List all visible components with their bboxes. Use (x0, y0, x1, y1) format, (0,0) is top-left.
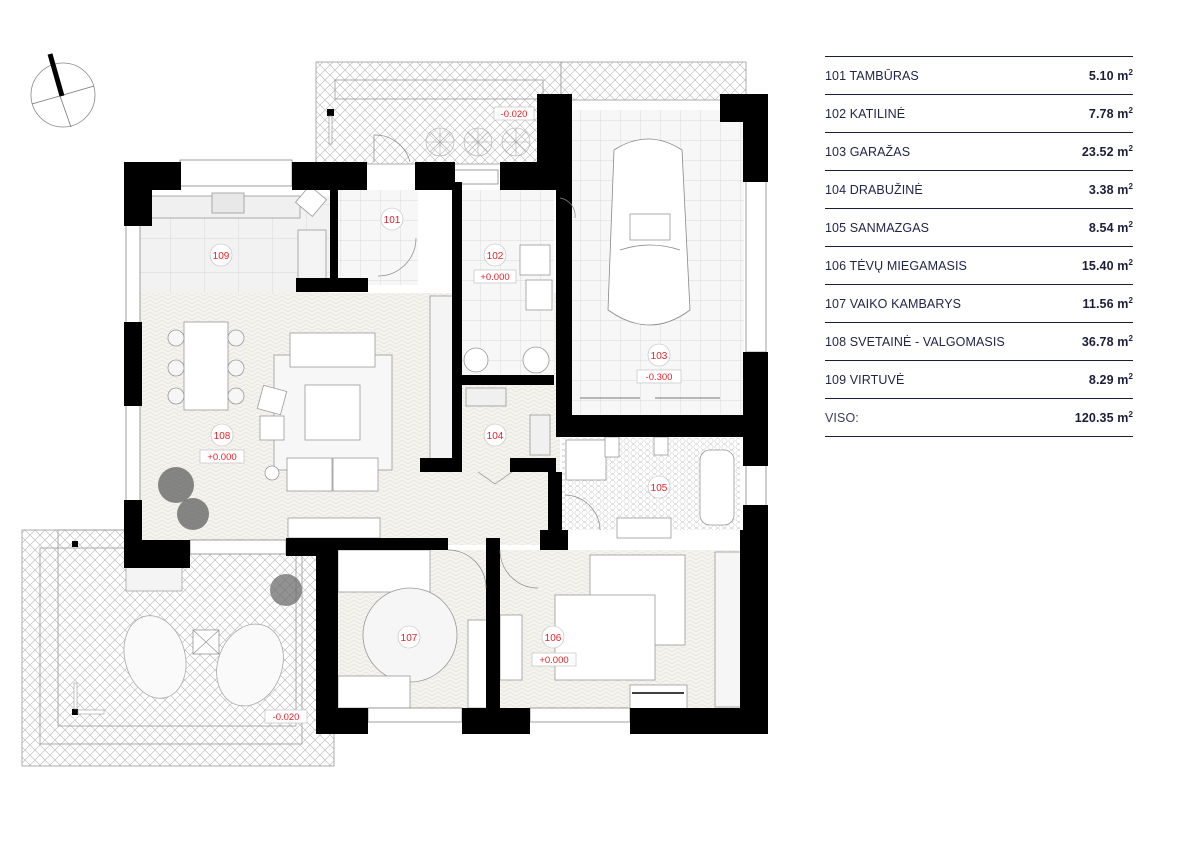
walls (124, 94, 768, 734)
room-label-107: 107 (397, 625, 421, 649)
area-row-103: 103 GARAŽAS 23.52 m2 (825, 132, 1133, 170)
room-area-table: 101 TAMBŪRAS 5.10 m2 102 KATILINĖ 7.78 m… (825, 56, 1133, 437)
area-row-value: 15.40 m2 (1081, 258, 1133, 273)
svg-text:102: 102 (487, 251, 504, 262)
svg-text:109: 109 (213, 251, 230, 262)
room-label-103: 103 -0.300 (636, 343, 682, 384)
room-label-108: 108 +0.000 (199, 423, 245, 464)
area-row-label: 108 SVETAINĖ - VALGOMASIS (825, 334, 1005, 349)
room-labels: 101 102 +0.000 103 -0.300 104 105 106 +0… (199, 207, 682, 667)
svg-text:105: 105 (651, 483, 668, 494)
svg-text:103: 103 (651, 351, 668, 362)
area-row-label: 104 DRABUŽINĖ (825, 182, 923, 197)
room-label-105: 105 (647, 475, 671, 499)
area-row-label: 105 SANMAZGAS (825, 220, 930, 235)
svg-text:104: 104 (487, 431, 504, 442)
area-row-label: 107 VAIKO KAMBARYS (825, 296, 962, 311)
svg-text:106: 106 (545, 633, 562, 644)
room-label-104: 104 (483, 423, 507, 447)
total-label: VISO: (825, 410, 859, 425)
svg-text:101: 101 (384, 215, 401, 226)
area-row-107: 107 VAIKO KAMBARYS 11.56 m2 (825, 284, 1133, 322)
level-marker-103: -0.300 (646, 372, 673, 383)
room-label-102: 102 +0.000 (473, 243, 517, 284)
area-row-value: 7.78 m2 (1088, 106, 1133, 121)
area-row-value: 8.54 m2 (1088, 220, 1133, 235)
area-row-value: 36.78 m2 (1081, 334, 1133, 349)
area-row-label: 109 VIRTUVĖ (825, 372, 905, 387)
area-row-total: VISO: 120.35 m2 (825, 398, 1133, 437)
area-row-value: 5.10 m2 (1088, 68, 1133, 83)
level-marker-108: +0.000 (207, 452, 236, 463)
area-row-102: 102 KATILINĖ 7.78 m2 (825, 94, 1133, 132)
area-row-value: 3.38 m2 (1088, 182, 1133, 197)
doors (373, 134, 601, 589)
floor-plan: -0.020 -0.020 (21, 53, 768, 767)
room-label-109: 109 (209, 243, 233, 267)
level-marker-entrance: -0.020 (501, 109, 528, 120)
svg-text:108: 108 (214, 431, 231, 442)
area-row-104: 104 DRABUŽINĖ 3.38 m2 (825, 170, 1133, 208)
area-row-101: 101 TAMBŪRAS 5.10 m2 (825, 56, 1133, 94)
area-row-106: 106 TĖVŲ MIEGAMASIS 15.40 m2 (825, 246, 1133, 284)
area-row-value: 8.29 m2 (1088, 372, 1133, 387)
area-row-value: 23.52 m2 (1081, 144, 1133, 159)
area-row-109: 109 VIRTUVĖ 8.29 m2 (825, 360, 1133, 398)
total-value: 120.35 m2 (1074, 410, 1133, 425)
room-label-101: 101 (380, 207, 404, 231)
area-row-105: 105 SANMAZGAS 8.54 m2 (825, 208, 1133, 246)
area-row-value: 11.56 m2 (1082, 296, 1133, 311)
furniture (139, 138, 742, 711)
level-marker-106: +0.000 (539, 655, 568, 666)
area-row-label: 102 KATILINĖ (825, 106, 906, 121)
terrace: -0.020 (21, 529, 335, 767)
level-marker-102: +0.000 (480, 272, 509, 283)
north-arrow-icon (30, 53, 96, 128)
area-row-label: 101 TAMBŪRAS (825, 68, 919, 83)
area-row-label: 106 TĖVŲ MIEGAMASIS (825, 258, 967, 273)
area-row-label: 103 GARAŽAS (825, 144, 911, 159)
entrance-porch: -0.020 (315, 61, 747, 165)
area-row-108: 108 SVETAINĖ - VALGOMASIS 36.78 m2 (825, 322, 1133, 360)
level-marker-terrace: -0.020 (273, 712, 300, 723)
room-label-106: 106 +0.000 (531, 625, 577, 667)
svg-text:107: 107 (401, 633, 418, 644)
